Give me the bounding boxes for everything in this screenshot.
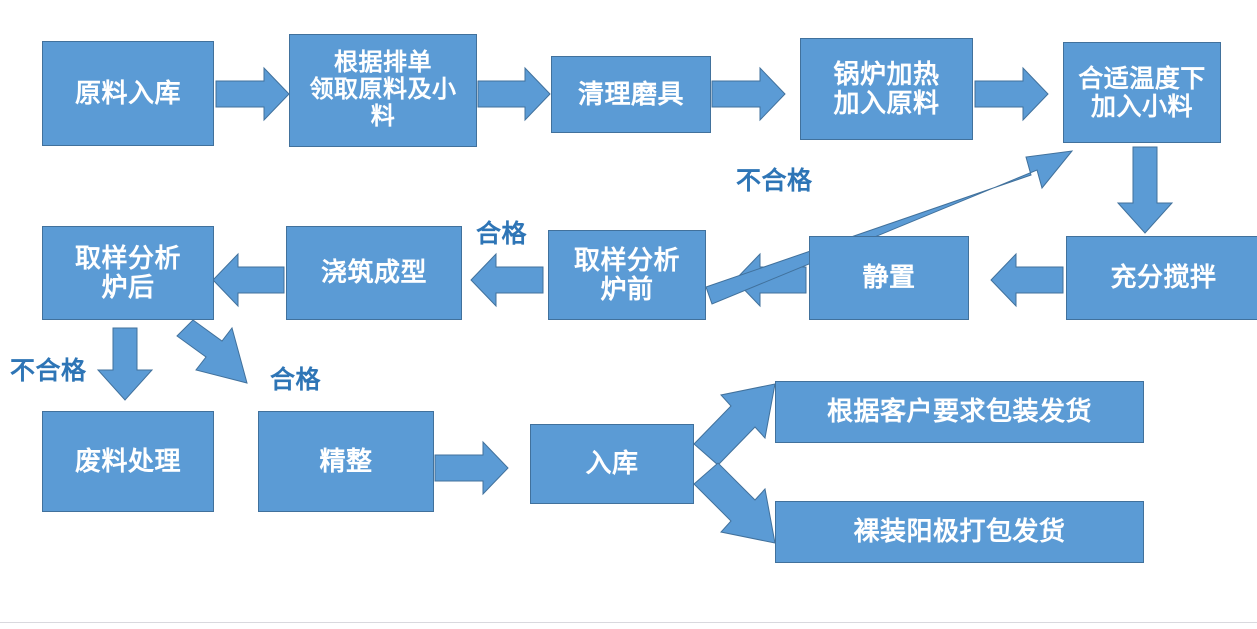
arrow-sample-pre-to-casting (470, 252, 544, 308)
node-label: 清理磨具 (577, 78, 684, 109)
edge-label-reject-to-waste: 不合格 (10, 357, 87, 385)
node-waste-treatment[interactable]: 废料处理 (42, 411, 214, 512)
node-label: 充分搅拌 (1110, 262, 1217, 293)
node-label: 取样分析 炉后 (74, 242, 181, 302)
bottom-divider (0, 622, 1257, 623)
node-label: 根据排单 领取原料及小 料 (309, 49, 457, 130)
arrow-settle-to-sample-pre (734, 252, 807, 308)
node-raw-material-storage[interactable]: 原料入库 (42, 41, 214, 146)
node-label: 入库 (585, 448, 639, 479)
node-label: 浇筑成型 (320, 257, 427, 288)
arrow-stir-to-settle (990, 252, 1064, 308)
edge-label-pass-to-finishing: 合格 (270, 366, 322, 394)
node-warehousing[interactable]: 入库 (530, 424, 694, 504)
node-clean-molds[interactable]: 清理磨具 (551, 56, 711, 133)
arrow-pass-to-finishing (176, 319, 248, 384)
arrow-warehousing-to-pack-anode (693, 462, 776, 544)
arrow-boiler-to-additive (974, 66, 1049, 122)
edge-label-pass-to-casting: 合格 (476, 220, 528, 248)
node-label: 原料入库 (74, 77, 181, 108)
node-add-additive-at-temp[interactable]: 合适温度下 加入小料 (1063, 42, 1221, 143)
node-pack-ship-customer[interactable]: 根据客户要求包装发货 (775, 381, 1144, 443)
arrow-warehousing-to-pack-customer (693, 383, 776, 466)
node-stir-thoroughly[interactable]: 充分搅拌 (1066, 236, 1257, 320)
node-sample-analysis-post[interactable]: 取样分析 炉后 (42, 226, 214, 320)
arrow-raw-to-pick (215, 66, 290, 122)
arrow-additive-to-stir (1116, 146, 1174, 234)
edge-label-reject-to-additive: 不合格 (736, 167, 813, 195)
node-label: 取样分析 炉前 (573, 244, 680, 304)
arrow-casting-to-sample-post (212, 252, 285, 308)
node-sample-analysis-pre[interactable]: 取样分析 炉前 (548, 230, 706, 320)
node-finishing[interactable]: 精整 (258, 411, 434, 512)
node-label: 根据客户要求包装发货 (826, 396, 1092, 427)
node-boiler-heat-add-material[interactable]: 锅炉加热 加入原料 (800, 38, 973, 140)
arrow-clean-to-boiler (711, 66, 786, 122)
node-pack-ship-bare-anode[interactable]: 裸装阳极打包发货 (775, 501, 1144, 563)
node-label: 合适温度下 加入小料 (1078, 64, 1206, 121)
node-label: 裸装阳极打包发货 (853, 516, 1066, 547)
node-settle[interactable]: 静置 (809, 236, 969, 320)
node-pick-materials[interactable]: 根据排单 领取原料及小 料 (289, 34, 477, 147)
node-label: 锅炉加热 加入原料 (833, 58, 940, 118)
node-cast-forming[interactable]: 浇筑成型 (286, 226, 462, 320)
arrow-pick-to-clean (477, 66, 551, 122)
node-label: 静置 (862, 262, 916, 293)
node-label: 精整 (319, 445, 373, 476)
node-label: 废料处理 (74, 445, 181, 476)
arrow-finishing-to-warehousing (434, 440, 509, 496)
arrow-reject-to-waste (96, 327, 154, 401)
